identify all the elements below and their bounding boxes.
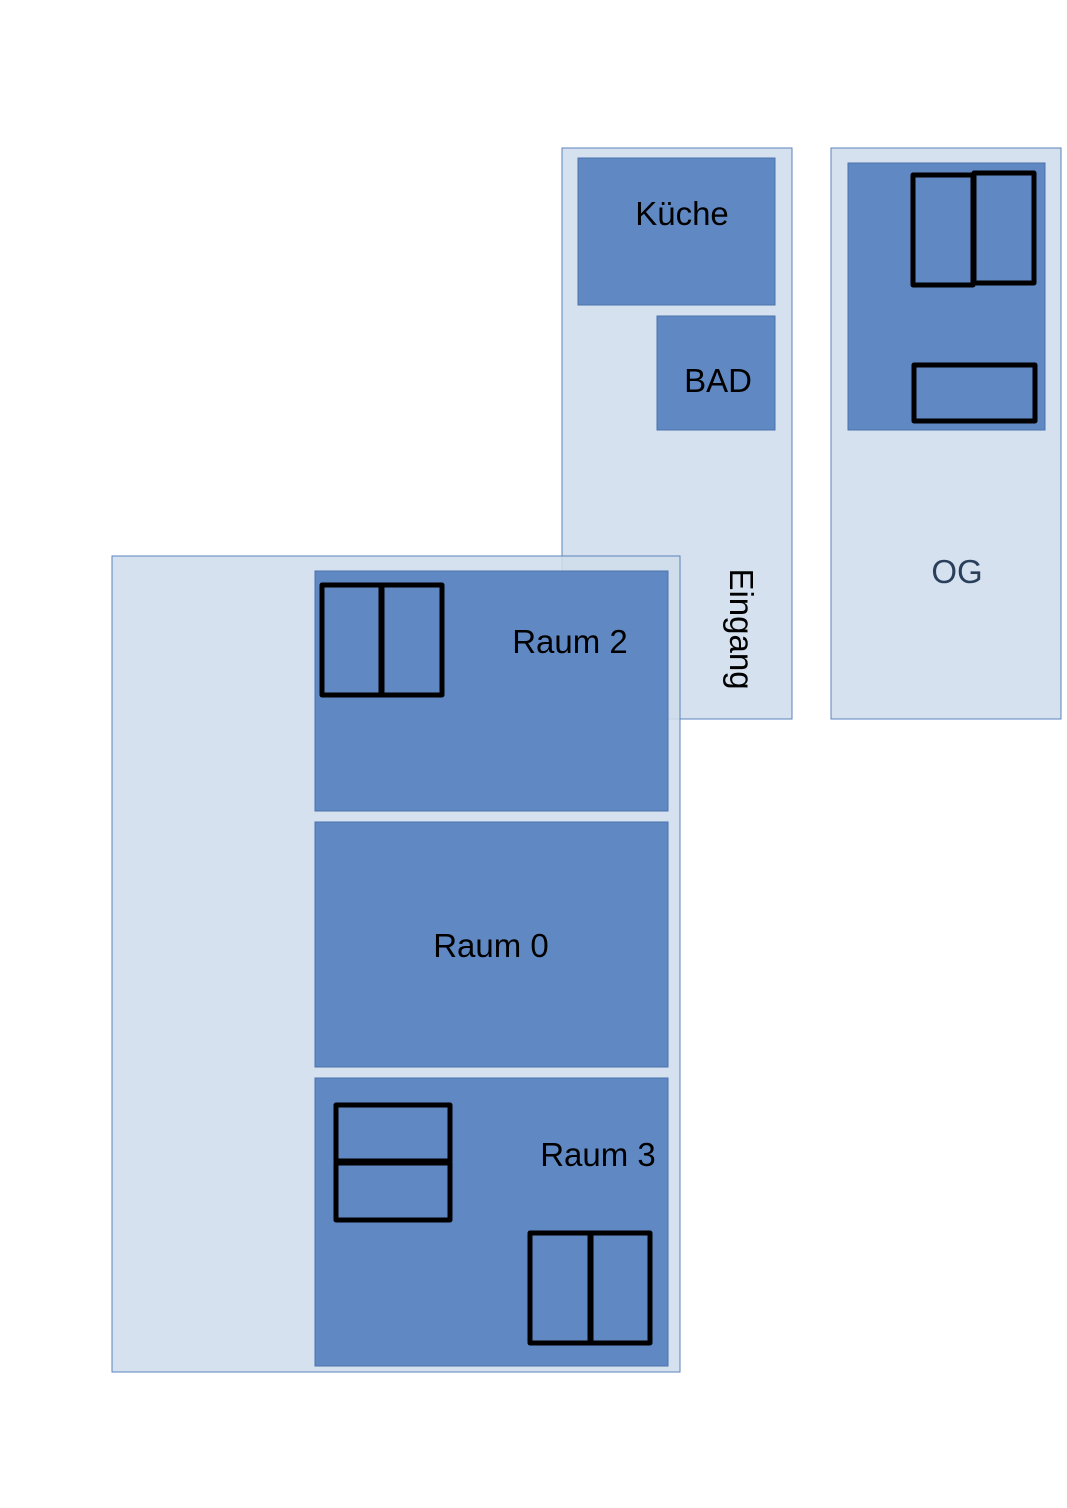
raum-0-label: Raum 0: [433, 927, 549, 964]
room-raum-2: Raum 2: [314, 570, 669, 812]
og-single-block: [911, 362, 1038, 424]
raum-2-label: Raum 2: [512, 623, 628, 660]
room-raum-3: Raum 3: [314, 1077, 669, 1367]
raum-3-label: Raum 3: [540, 1136, 656, 1173]
zone-og: OG: [830, 147, 1062, 720]
raum3-stacked-block: [333, 1102, 453, 1223]
raum3-double-block: [527, 1230, 653, 1346]
raum2-double-block: [319, 582, 445, 698]
kueche-label: Küche: [635, 195, 729, 232]
eingang-label: Eingang: [723, 568, 760, 689]
og-label: OG: [931, 553, 982, 590]
og-room: [847, 162, 1046, 431]
room-bad: BAD: [656, 315, 776, 431]
og-double-block: [910, 170, 1037, 288]
room-kueche: Küche: [577, 157, 776, 306]
room-raum-0: Raum 0: [314, 821, 669, 1068]
bad-label: BAD: [684, 362, 752, 399]
